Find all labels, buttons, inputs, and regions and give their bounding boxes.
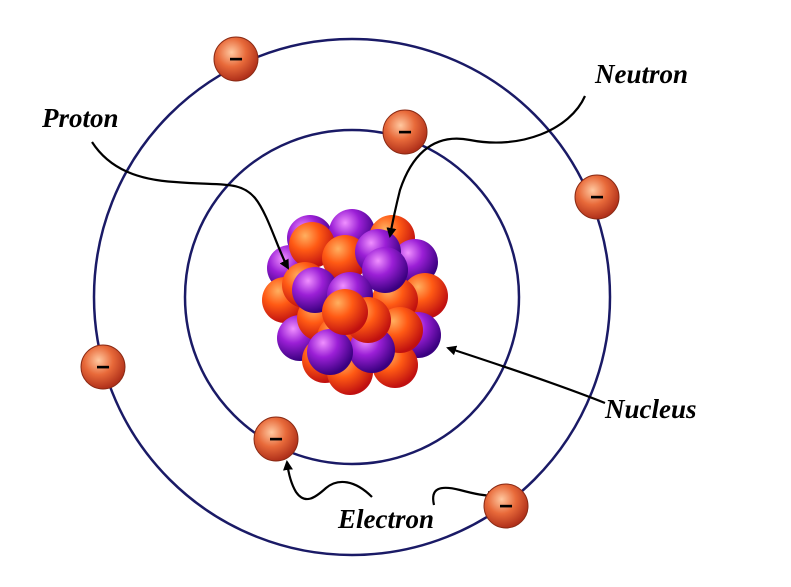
svg-text:−: − [499,493,513,520]
electron: − [253,416,299,462]
neutron-label: Neutron [594,59,688,89]
proton-pointer [91,141,289,270]
svg-text:−: − [590,184,604,211]
outer-orbit [92,37,612,557]
proton-particle [362,247,408,293]
svg-text:−: − [269,426,283,453]
nucleus-label: Nucleus [604,394,697,424]
svg-text:−: − [96,354,110,381]
electron-label: Electron [337,504,434,534]
electron: − [213,36,259,82]
proton-particle [307,329,353,375]
electron: − [382,109,428,155]
electron: − [574,174,620,220]
electron-pointer-left [283,460,373,501]
neutron-pointer [386,95,587,238]
neutron-particle [322,289,368,335]
inner-orbit [183,128,521,466]
nucleus-pointer [446,345,606,405]
svg-text:−: − [229,46,243,73]
electron: − [483,483,529,529]
svg-text:−: − [398,119,412,146]
proton-label: Proton [41,103,119,133]
nucleus [262,209,448,395]
electron: − [80,344,126,390]
